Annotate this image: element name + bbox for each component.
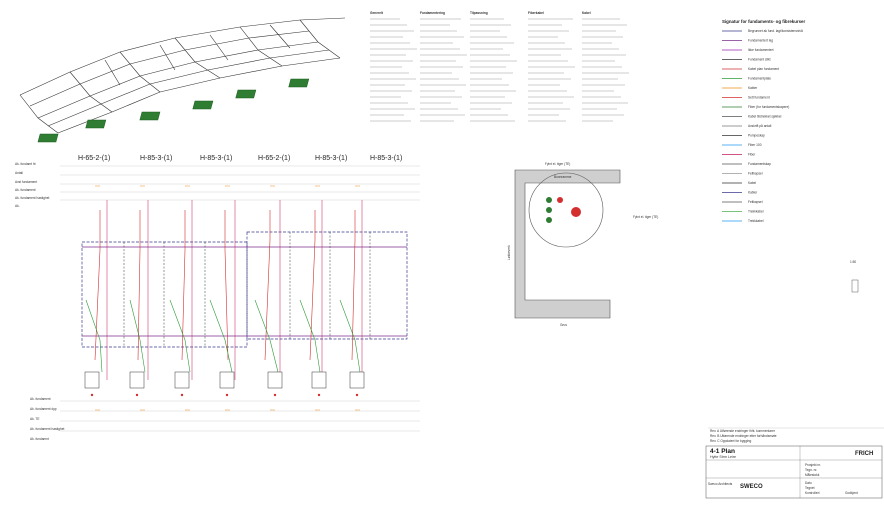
bottom-row-labels: Ak. fundament Ak. fundament dyp Ak. TE A… xyxy=(30,397,64,441)
legend-item-label: Fiber xyxy=(748,153,756,157)
notes-heading: Kabel xyxy=(582,11,591,15)
legend-item-label: Trekkkabel xyxy=(748,210,764,214)
row-label-4: Ak. fundament xyxy=(15,188,36,192)
column-type-4: H-65-2-(1) xyxy=(258,155,290,162)
notes-heading: Fiberkabel xyxy=(528,11,544,15)
row-label-6: Ak. xyxy=(15,204,20,208)
tb-field-1: Prosjekt nr. xyxy=(805,463,821,467)
column-type-headers: H-65-2-(1) H-85-3-(1) H-85-3-(1) H-65-2-… xyxy=(78,155,402,162)
row-label-1: Ak. fundamt ht xyxy=(15,162,36,166)
title-block: 4-1 Plan Hytte Strm Leire Sweco Architec… xyxy=(705,445,883,499)
detail-drawing: Fylnt el. tiger (TE) Bunnramme Fylnt el.… xyxy=(507,162,658,327)
legend-title: Signatur for fundaments- og fibrekurser xyxy=(722,19,805,24)
bottom-row-2: Ak. fundament dyp xyxy=(30,407,57,411)
logo-sweco-architects: Sweco Architects xyxy=(708,482,733,486)
detail-label-inner: Bunnramme xyxy=(554,175,572,179)
cable-magenta xyxy=(106,200,363,380)
legend-item-label: Avskrift på antall xyxy=(748,124,772,128)
legend-item-label: Kabler xyxy=(748,86,758,90)
legend-item-label: Kabel xyxy=(748,181,756,185)
bottom-row-lines xyxy=(60,400,420,432)
legend-item-label: Feltkapsel xyxy=(748,200,763,204)
plan-verticals xyxy=(123,232,371,347)
sheet-title: 4-1 Plan xyxy=(710,448,735,455)
legend-item-label: Fiber 100 xyxy=(748,143,762,147)
tb-field-5: Tegnet xyxy=(805,486,815,490)
legend-item-label: Begrunnet ak fund. lagt/konsistensnivå xyxy=(748,29,803,33)
legend-item-label: Kabel plan fundament xyxy=(748,67,779,71)
detail-label-right: Fylnt el. tiger (TE) xyxy=(633,215,658,219)
legend-item-label: Fundament slikt xyxy=(748,58,771,62)
header-row-lines xyxy=(60,165,420,201)
bottom-row-1: Ak. fundament xyxy=(30,397,51,401)
column-type-6: H-85-3-(1) xyxy=(370,155,402,162)
bottom-row-5: Ak. fundamnt xyxy=(30,437,49,441)
cabinet-marks xyxy=(90,393,359,397)
legend-item-label: Fiber (for fundamentskapere) xyxy=(748,105,789,109)
legend: Signatur for fundaments- og fibrekurser … xyxy=(722,19,805,223)
tb-field-4: Dato xyxy=(805,481,812,485)
legend-item-label: Kabler xyxy=(748,191,758,195)
legend-item-label: Fundamentskap xyxy=(748,162,771,166)
column-type-3: H-85-3-(1) xyxy=(200,155,232,162)
sheet-subtitle: Hytte Strm Leire xyxy=(710,455,736,459)
notes-heading: Generelt xyxy=(370,11,384,15)
bottom-row-4: Ak. fundament hastighet xyxy=(30,427,64,431)
cabinets xyxy=(84,371,365,389)
revision-row-1: Rev. A Utførende endringer ihht. komment… xyxy=(710,429,776,433)
row-label-3: Avst fundament xyxy=(15,180,37,184)
legend-item-label: Trekkkabel xyxy=(748,219,764,223)
logo-sweco: SWECO xyxy=(740,484,763,490)
detail-label-left: Løkkeverk xyxy=(507,245,511,260)
legend-item-label: Kabel tilstrekket sjøkkel xyxy=(748,115,782,119)
column-type-2: H-85-3-(1) xyxy=(140,155,172,162)
cable-green xyxy=(85,299,361,373)
header-row-labels: Ak. fundamt ht Antall Avst fundament Ak.… xyxy=(15,162,49,208)
row-label-5: Ak. fundament hastighet xyxy=(15,196,49,200)
legend-item-label: Pumpeskap xyxy=(748,134,765,138)
row-label-2: Antall xyxy=(15,171,23,175)
scale-marker: 1:50 xyxy=(850,260,859,293)
plan-grid xyxy=(81,231,408,348)
revision-row-2: Rev. B Utførende endringer etter forhånd… xyxy=(710,434,777,438)
legend-item-label: Fundamentplate xyxy=(748,77,771,81)
legend-item-label: Sett fundament xyxy=(748,96,770,100)
tb-field-7: Godkjent xyxy=(845,491,858,495)
footing-blocks xyxy=(37,78,310,143)
bottom-row-3: Ak. TE xyxy=(30,417,40,421)
column-type-1: H-65-2-(1) xyxy=(78,155,110,162)
cable-red xyxy=(94,210,356,361)
legend-item-label: Fundamentert lag xyxy=(748,39,773,43)
notes-heading: Tilpassning xyxy=(470,11,488,15)
legend-item-label: Feltkapsel xyxy=(748,172,763,176)
notes-heading: Fundamentering xyxy=(420,11,445,15)
notes-block: Generelt Fundamentering Tilpassning Fiberka… xyxy=(370,11,629,122)
revision-block: Rev. A Utførende endringer ihht. komment… xyxy=(708,427,884,443)
legend-item-label: Ikke fundamentert xyxy=(748,48,774,52)
logo-frich: FRICH xyxy=(855,451,873,457)
tb-field-6: Kontrollert xyxy=(805,491,820,495)
isometric-frame xyxy=(19,17,346,134)
scale-text: 1:50 xyxy=(850,260,856,264)
detail-label-bottom: Grus xyxy=(560,323,567,327)
column-type-5: H-85-3-(1) xyxy=(315,155,347,162)
tb-field-3: Målestokk xyxy=(805,473,820,477)
orange-annotations xyxy=(95,185,360,411)
revision-row-3: Rev. C Oppdatert for bygging xyxy=(710,439,751,443)
detail-label-top: Fylnt el. tiger (TE) xyxy=(545,162,570,166)
tb-field-2: Tegn. nr. xyxy=(805,468,817,472)
